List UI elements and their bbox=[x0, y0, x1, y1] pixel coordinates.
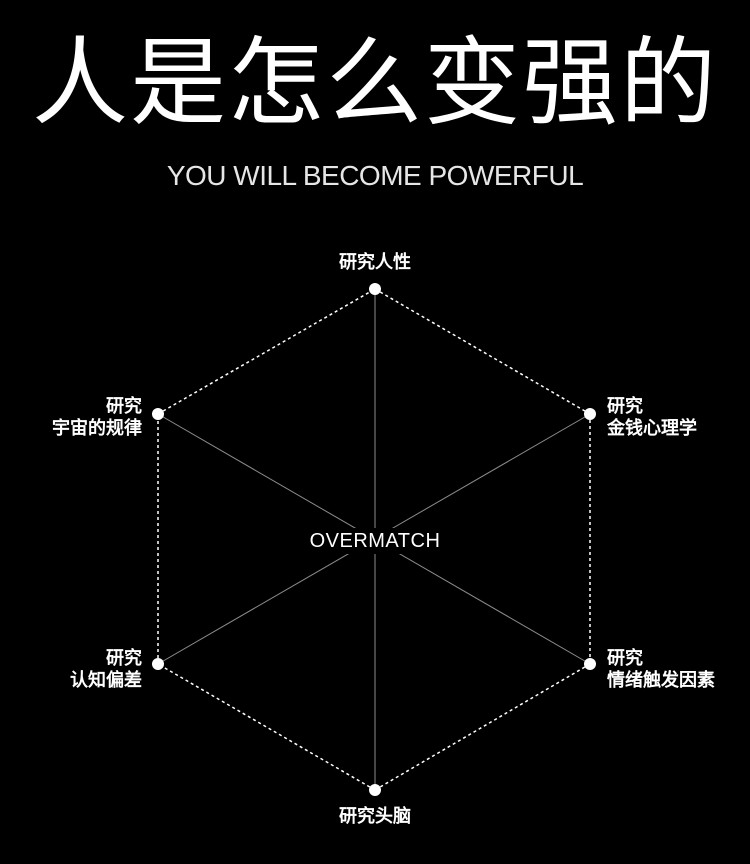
node-dot-top bbox=[369, 283, 381, 295]
node-label-upper-left: 研究 宇宙的规律 bbox=[52, 396, 142, 439]
page-subtitle: YOU WILL BECOME POWERFUL bbox=[166, 160, 584, 191]
node-label-lower-right: 研究 情绪触发因素 bbox=[607, 648, 715, 691]
edge-bottom-lower-left bbox=[157, 663, 376, 791]
node-dot-upper-right bbox=[584, 408, 596, 420]
edge-upper-left-top bbox=[157, 288, 376, 415]
node-dot-bottom bbox=[369, 784, 381, 796]
center-label: OVERMATCH bbox=[0, 528, 750, 554]
node-dot-upper-left bbox=[152, 408, 164, 420]
node-dot-lower-right bbox=[584, 658, 596, 670]
page-title: 人是怎么变强的 bbox=[32, 27, 718, 139]
node-dot-lower-left bbox=[152, 658, 164, 670]
node-label-upper-right: 研究 金钱心理学 bbox=[607, 396, 697, 439]
nodes bbox=[152, 283, 596, 796]
node-label-lower-left: 研究 认知偏差 bbox=[70, 648, 142, 691]
node-label-bottom: 研究头脑 bbox=[339, 806, 411, 827]
node-label-top: 研究人性 bbox=[339, 252, 411, 273]
edge-lower-right-bottom bbox=[374, 663, 591, 791]
edge-top-upper-right bbox=[374, 288, 591, 415]
